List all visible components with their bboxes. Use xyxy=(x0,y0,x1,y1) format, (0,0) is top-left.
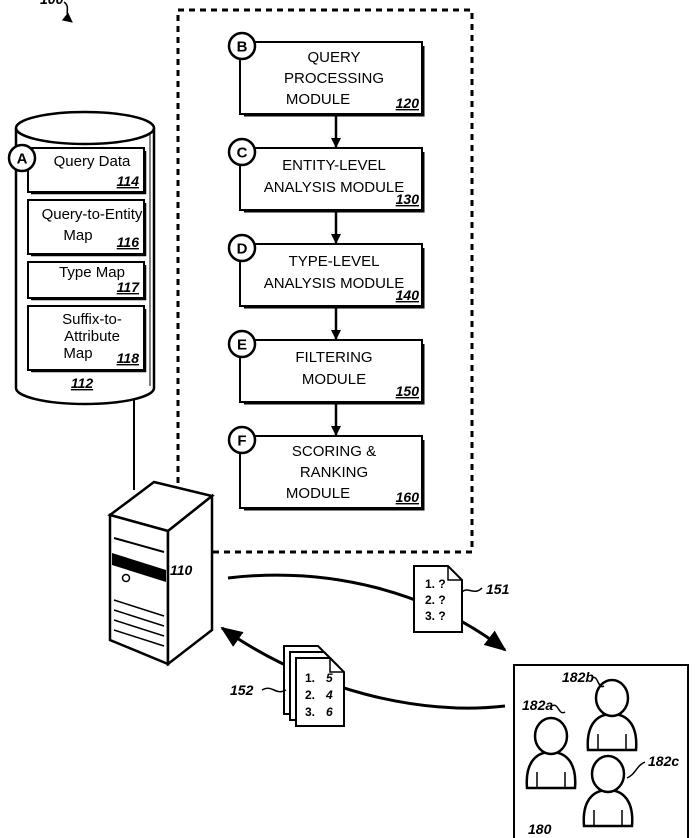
user-icon xyxy=(582,754,634,828)
module-label: ANALYSIS MODULE xyxy=(264,179,405,196)
module-box: SCORING & RANKING MODULE 160 F xyxy=(227,425,425,511)
module-label: MODULE xyxy=(286,91,350,108)
server-ref: 110 xyxy=(170,562,193,578)
rating-doc-ref: 152 xyxy=(230,682,254,698)
query-doc-leader xyxy=(461,587,483,593)
user-icon xyxy=(586,678,638,752)
module-label: TYPE-LEVEL xyxy=(289,253,380,270)
database-item-label: Type Map xyxy=(59,264,125,281)
module-ref: 130 xyxy=(396,191,420,207)
module-label: MODULE xyxy=(302,371,366,388)
module-label: ENTITY-LEVEL xyxy=(282,157,386,174)
module-step-circle: C xyxy=(227,137,257,167)
module-step-letter: B xyxy=(237,39,248,56)
rating-line-value: 4 xyxy=(325,688,333,702)
users: 182a 182b 182c xyxy=(522,669,679,828)
rating-line-number: 3. xyxy=(305,705,315,719)
user-icon xyxy=(525,716,577,790)
module-label: MODULE xyxy=(286,485,350,502)
query-line: 2. ? xyxy=(425,593,446,607)
svg-text:100: 100 xyxy=(40,0,64,7)
module-step-circle: F xyxy=(227,425,257,455)
figure-ref: 100 xyxy=(40,0,73,23)
server-icon xyxy=(107,480,215,667)
rating-document-icon xyxy=(283,645,345,727)
user-ref: 182a xyxy=(522,697,553,713)
module-step-letter: E xyxy=(237,337,247,354)
module-step-letter: D xyxy=(237,241,248,258)
system-boundary xyxy=(176,8,474,554)
user-ref-leader xyxy=(551,704,566,714)
svg-text:A: A xyxy=(17,151,28,168)
database-item-label: Query-to-Entity xyxy=(42,206,143,223)
database-item: Query Data 114 xyxy=(27,147,147,195)
query-doc-ref: 151 xyxy=(486,581,510,597)
module-ref: 150 xyxy=(396,383,420,399)
module-step-letter: F xyxy=(237,433,246,450)
query-line: 1. ? xyxy=(425,577,446,591)
module-ref: 160 xyxy=(396,489,420,505)
database-ref: 112 xyxy=(71,375,94,391)
flow-arrow-to-users xyxy=(227,573,507,652)
rating-line-number: 1. xyxy=(305,671,315,685)
database-item-label: Map xyxy=(63,227,92,244)
rating-line-value: 6 xyxy=(326,705,333,719)
database-item-ref: 118 xyxy=(117,350,140,366)
module-label: PROCESSING xyxy=(284,70,384,87)
database-item-ref: 114 xyxy=(117,173,140,189)
user-ref: 182c xyxy=(648,753,679,769)
module-label: SCORING & xyxy=(292,443,376,460)
flow-arrow-to-server xyxy=(220,626,506,710)
module-ref: 140 xyxy=(396,287,420,303)
rating-line-value: 5 xyxy=(326,671,333,685)
user-ref-leader xyxy=(591,676,605,688)
module-step-circle: D xyxy=(227,233,257,263)
rating-document-lines: 1. 5 2. 4 3. 6 xyxy=(305,671,333,719)
rating-line-number: 2. xyxy=(305,688,315,702)
database-step-circle: A xyxy=(7,143,37,173)
module-stack: QUERY PROCESSING MODULE 120 B ENTITY-LEVEL ANA… xyxy=(227,31,425,511)
database-item-label: Map xyxy=(63,345,92,362)
query-line: 3. ? xyxy=(425,609,446,623)
module-label: FILTERING xyxy=(295,349,372,366)
database-item-label: Attribute xyxy=(64,328,120,345)
module-label: RANKING xyxy=(300,464,368,481)
module-box: FILTERING MODULE 150 E xyxy=(227,329,425,405)
module-label: ANALYSIS MODULE xyxy=(264,275,405,292)
module-step-letter: C xyxy=(237,145,248,162)
module-label: QUERY xyxy=(307,49,360,66)
database-item-ref: 117 xyxy=(117,279,141,295)
database-item-ref: 116 xyxy=(117,234,140,250)
user-ref-leader xyxy=(626,761,646,779)
database-item-label: Query Data xyxy=(54,153,131,170)
module-step-circle: E xyxy=(227,329,257,359)
query-document-lines: 1. ? 2. ? 3. ? xyxy=(425,577,446,623)
users-group-ref: 180 xyxy=(528,821,552,837)
module-ref: 120 xyxy=(396,95,420,111)
module-box: QUERY PROCESSING MODULE 120 B xyxy=(227,31,425,117)
database-item-label: Suffix-to- xyxy=(62,311,122,328)
query-document-icon xyxy=(413,565,463,633)
module-step-circle: B xyxy=(227,31,257,61)
user-ref: 182b xyxy=(562,669,594,685)
rating-doc-leader xyxy=(261,687,287,693)
